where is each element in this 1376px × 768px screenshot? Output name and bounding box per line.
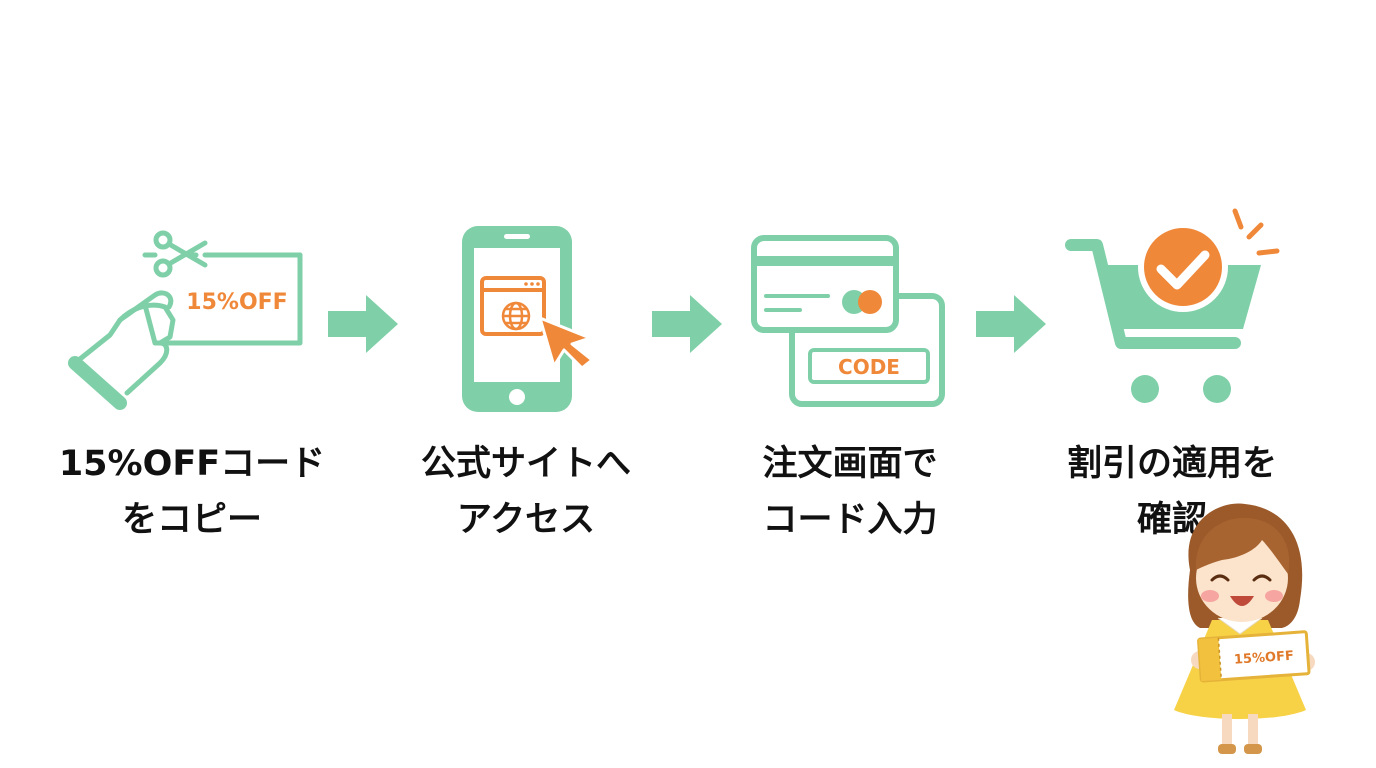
mascot-coupon-label: 15%OFF — [1233, 649, 1294, 668]
step-1-line-2: をコピー — [121, 500, 262, 540]
step-3-line-2: コード入力 — [762, 500, 938, 540]
step-2-line-2: アクセス — [456, 500, 596, 540]
step-2-caption: 公式サイトへ アクセス — [366, 436, 686, 548]
step-4-line-1: 割引の適用を — [1066, 444, 1277, 484]
step-1-caption: 15%OFFコード をコピー — [32, 436, 352, 548]
order-form-icon: CODE — [751, 235, 945, 407]
arrow-right-icon — [328, 295, 398, 353]
step-3-line-1: 注文画面で — [762, 444, 938, 484]
smartphone-browser-icon — [462, 226, 594, 412]
step-4-caption: 割引の適用を 確認 — [1012, 436, 1332, 548]
step-2-line-1: 公式サイトへ — [420, 444, 631, 484]
step-1-line-1: 15%OFFコード — [58, 444, 326, 484]
cart-check-icon — [1065, 208, 1280, 403]
code-label: CODE — [838, 355, 900, 379]
arrow-right-icon — [976, 295, 1046, 353]
arrow-right-icon — [652, 295, 722, 353]
mascot-girl-illustration: 15%OFF — [1174, 503, 1315, 754]
hand-coupon-icon: 15%OFF — [68, 230, 303, 410]
step-3-caption: 注文画面で コード入力 — [690, 436, 1010, 548]
coupon-label: 15%OFF — [186, 290, 287, 315]
